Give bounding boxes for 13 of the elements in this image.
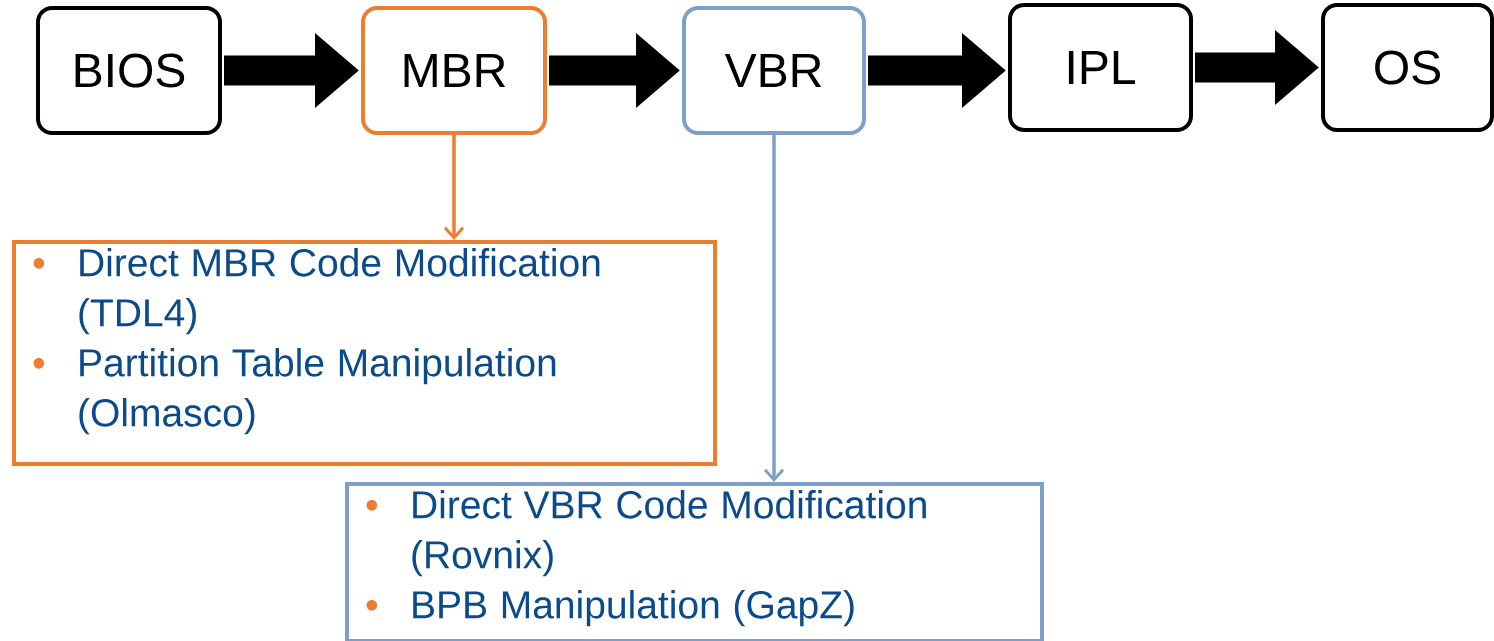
step-box: OS (1321, 3, 1494, 132)
step-box: MBR (361, 6, 547, 135)
bullet-mark: • (33, 258, 45, 269)
step-box: BIOS (36, 6, 222, 135)
bullet-mark: • (366, 500, 378, 511)
bullet-mark: • (366, 600, 378, 611)
step-box: VBR (682, 6, 866, 135)
arrow (443, 135, 465, 240)
arrow (763, 135, 785, 482)
bullet-mark: • (33, 358, 45, 369)
step-box: IPL (1008, 3, 1193, 132)
list-box: • Direct VBR Code Modification (Rovnix) • BPB Manipulation (GapZ) (345, 482, 1044, 641)
list-box: • Direct MBR Code Modification (TDL4) • Partition Table Manipulation (Olmasco) (12, 240, 717, 466)
